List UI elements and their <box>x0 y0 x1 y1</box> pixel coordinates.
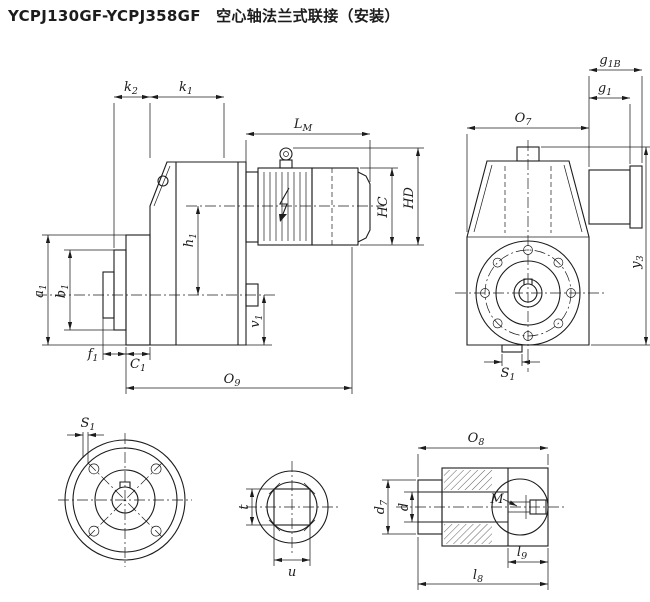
dim-label-k2: k2 <box>124 80 138 97</box>
gearbox-housing <box>149 161 247 346</box>
dim-label-LM: LM <box>293 117 313 134</box>
cooling-fins <box>263 172 307 241</box>
dim-label-d: d <box>397 503 412 511</box>
flange-outer-circle <box>64 439 186 561</box>
dim-label-g1B: g1B <box>599 53 620 70</box>
keyway <box>119 481 131 488</box>
motor-fan-cowl <box>257 167 313 246</box>
dim-label-k1: k1 <box>179 80 193 97</box>
dim-label-f1: f1 <box>87 347 99 364</box>
dim-label-O9: O9 <box>224 372 241 389</box>
motor-body <box>311 167 359 246</box>
dim-label-b1: b1 <box>54 284 71 298</box>
dim-label-HD: HD <box>402 187 417 210</box>
dim-label-l9: l9 <box>517 545 527 562</box>
dim-label-a1: a1 <box>32 284 49 298</box>
hollow-shaft-hub <box>102 271 115 319</box>
hollow-shaft-dimensions: O8 d7 d M l9 l8 <box>373 431 549 590</box>
terminal-box-lid <box>629 165 643 229</box>
flange-outer-circle <box>475 240 581 346</box>
end-cover-circle <box>491 478 549 536</box>
section-hatching <box>444 524 492 544</box>
flange-tab <box>501 344 523 353</box>
bore-circle <box>266 481 318 533</box>
dim-label-S1-flange: S1 <box>81 416 96 433</box>
terminal-box <box>588 169 631 225</box>
top-cap <box>516 146 540 162</box>
dim-label-l8: l8 <box>473 568 483 585</box>
dim-label-v1: v1 <box>248 314 265 327</box>
corner-hatching <box>268 482 316 532</box>
dim-label-g1: g1 <box>598 81 612 98</box>
shaft-cross-section <box>246 461 338 553</box>
lightning-icon <box>279 187 290 222</box>
dim-label-y3: y3 <box>629 255 646 269</box>
bore-circle <box>111 486 139 514</box>
broached-bore-profile <box>273 488 311 526</box>
front-view-dimensions: O7 g1 g1B y3 S1 <box>466 53 650 383</box>
hollow-shaft-section <box>396 467 566 547</box>
page-title: YCPJ130GF-YCPJ358GF 空心轴法兰式联接（安装） <box>8 7 400 25</box>
keyway <box>523 278 533 285</box>
motor-end-cap <box>357 171 371 243</box>
side-view <box>36 147 384 346</box>
dim-label-t: t <box>237 504 252 510</box>
front-view <box>455 140 643 372</box>
dim-label-O8: O8 <box>468 431 485 448</box>
bolt-circle <box>484 249 572 337</box>
hollow-shaft-bore <box>518 283 538 303</box>
lifting-lug-hole <box>157 175 169 187</box>
shaft-outer-circle <box>255 470 329 544</box>
dim-label-h1: h1 <box>182 233 199 247</box>
dim-label-HC: HC <box>376 196 391 218</box>
dim-label-M: M <box>489 492 504 507</box>
output-flange <box>125 234 151 346</box>
dim-label-u: u <box>288 565 296 580</box>
section-hatching <box>444 470 492 490</box>
cross-section-dimensions: t u <box>237 488 311 580</box>
dim-label-S1-front: S1 <box>501 366 516 383</box>
side-view-dimensions: k2 k1 LM HC HD h1 a1 b1 v1 <box>32 80 424 394</box>
motor-adapter <box>245 171 259 243</box>
flange-view-dimensions: S1 <box>67 416 104 463</box>
eyebolt <box>279 147 293 169</box>
dim-label-O7: O7 <box>515 111 533 128</box>
retaining-bolt <box>508 495 547 519</box>
flange-bolt-holes <box>480 245 576 341</box>
dim-label-d7: d7 <box>373 499 390 514</box>
dim-label-C1: C1 <box>130 357 146 374</box>
flange-bolt-holes <box>88 463 162 537</box>
flange-face-view <box>58 433 192 567</box>
